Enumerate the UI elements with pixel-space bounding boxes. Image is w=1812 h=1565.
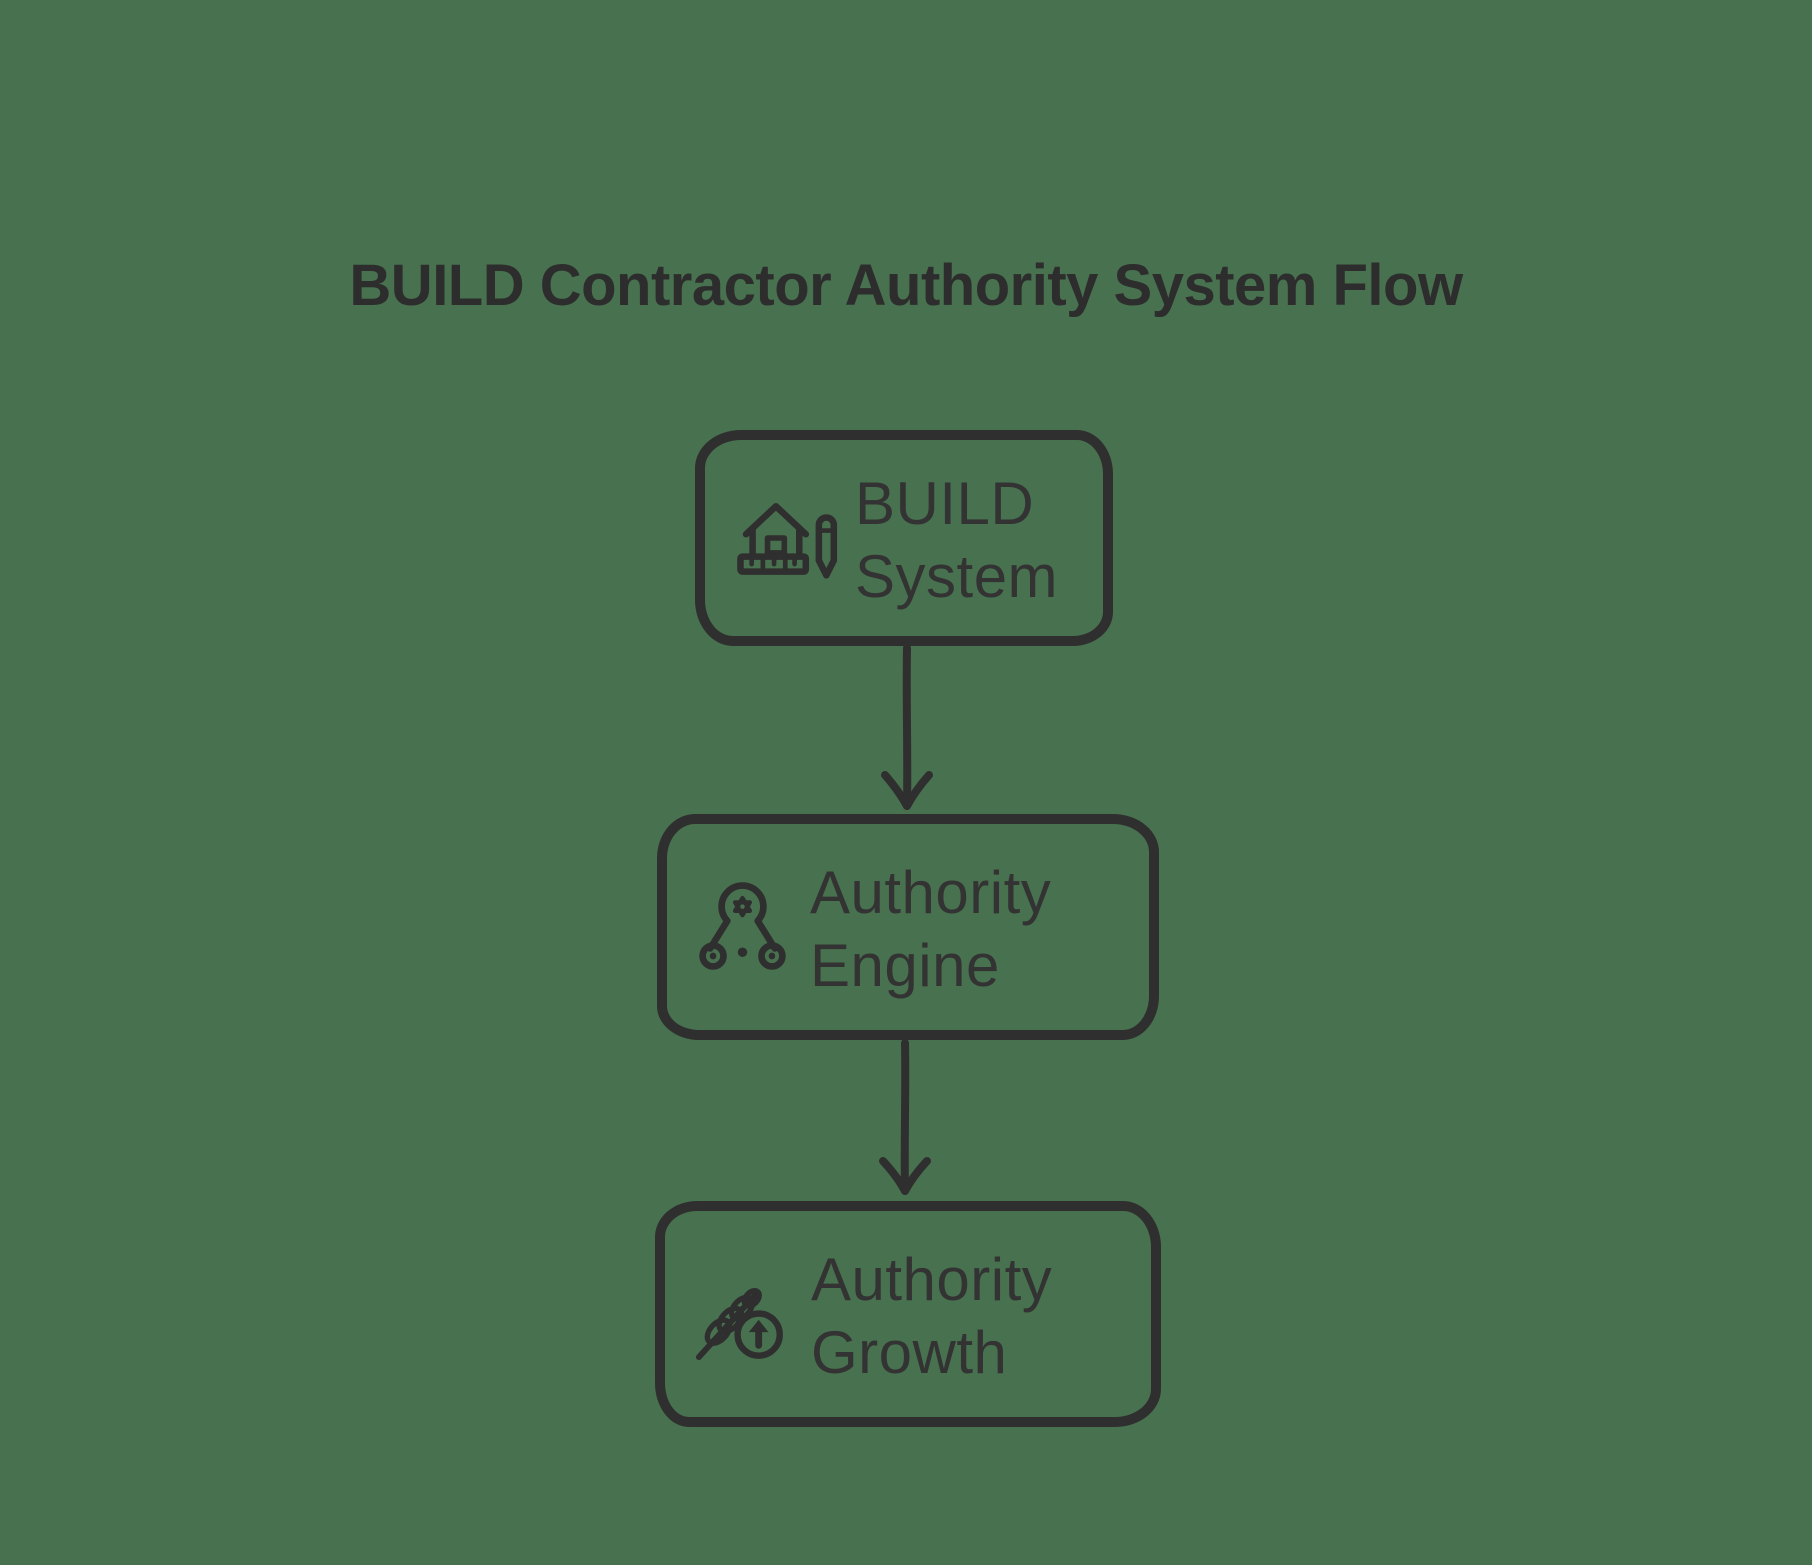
node-label-line2: System xyxy=(855,543,1059,610)
node-label-line2: Engine xyxy=(810,932,1000,999)
flow-node-authority-engine: Authority Engine xyxy=(657,814,1159,1040)
node-label-line1: Authority xyxy=(811,1246,1053,1313)
engine-belt-icon xyxy=(695,880,790,975)
node-label-line2: Growth xyxy=(811,1319,1008,1386)
flow-arrow-engine-to-growth xyxy=(879,1040,931,1195)
node-label: Authority Growth xyxy=(811,1239,1052,1389)
node-label-line1: Authority xyxy=(810,859,1052,926)
flow-node-authority-growth: Authority Growth xyxy=(655,1201,1161,1427)
blueprint-house-icon xyxy=(733,490,845,586)
node-label: BUILD System xyxy=(855,463,1058,613)
feather-growth-icon xyxy=(693,1265,791,1363)
node-label-line1: BUILD xyxy=(855,470,1035,537)
flow-node-build-system: BUILD System xyxy=(695,430,1113,646)
diagram-title: BUILD Contractor Authority System Flow xyxy=(349,253,1463,318)
flow-arrow-build-to-engine xyxy=(881,645,933,810)
node-label: Authority Engine xyxy=(810,852,1051,1002)
